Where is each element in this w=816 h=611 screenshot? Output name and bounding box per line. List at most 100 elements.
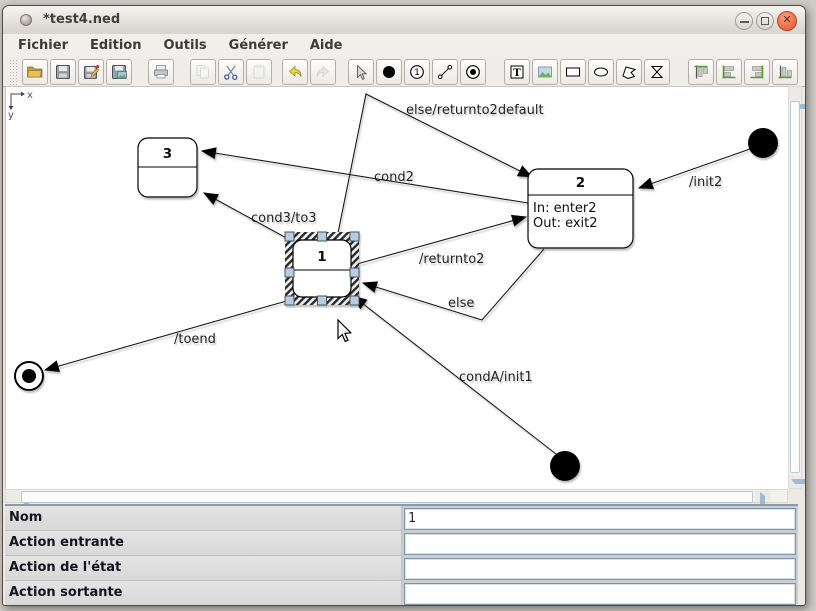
- scroll-up-button[interactable]: [789, 87, 805, 109]
- selection-handle[interactable]: [317, 231, 327, 242]
- align-top-button[interactable]: [688, 58, 714, 85]
- transition-cond2[interactable]: [200, 147, 529, 204]
- transition-label-else-returnto2default[interactable]: else/returnto2default: [406, 103, 544, 118]
- rectangle-tool-icon: [566, 67, 580, 76]
- printer-icon: [154, 64, 168, 78]
- scroll-right-button[interactable]: [755, 490, 771, 512]
- transition-toend[interactable]: [43, 299, 291, 372]
- state-1-selected[interactable]: 1: [284, 231, 360, 306]
- horizontal-scroll-thumb[interactable]: [21, 491, 753, 503]
- undo-button[interactable]: [282, 58, 308, 85]
- transition-label-cond3-to3[interactable]: cond3/to3: [251, 211, 317, 226]
- scroll-left-button[interactable]: [6, 490, 29, 512]
- state-3[interactable]: 3: [137, 137, 198, 198]
- state-2-out-action: Out: exit2: [533, 216, 598, 231]
- save-image-button[interactable]: [106, 58, 132, 85]
- redo-icon: [316, 65, 330, 77]
- menu-edition[interactable]: Edition: [89, 38, 142, 53]
- nom-field[interactable]: [404, 507, 796, 530]
- state-1-name: 1: [317, 249, 326, 265]
- transition-returnto2[interactable]: [356, 214, 528, 265]
- diagram-canvas[interactable]: x y else/returnto2default cond2 cond3/to…: [5, 86, 788, 489]
- polyline-tool-button[interactable]: [644, 58, 670, 85]
- transition-label-toend[interactable]: /toend: [174, 332, 216, 347]
- transition-condA-init1[interactable]: [352, 295, 557, 455]
- transition-cond3-to3[interactable]: [202, 192, 293, 242]
- transition-label-condA-init1[interactable]: condA/init1: [459, 370, 533, 385]
- image-tool-button[interactable]: [532, 58, 558, 85]
- selection-handle[interactable]: [349, 295, 360, 306]
- open-button[interactable]: [22, 58, 48, 85]
- save-as-button[interactable]: [78, 58, 104, 85]
- align-bottom-button[interactable]: [772, 58, 798, 85]
- action-entrante-field[interactable]: [404, 532, 796, 555]
- final-state[interactable]: [14, 361, 44, 391]
- action-sortante-field[interactable]: [404, 582, 796, 605]
- titlebar[interactable]: *test4.ned: [3, 6, 805, 35]
- initial-state-top[interactable]: [748, 128, 778, 158]
- state-diagram[interactable]: x y else/returnto2default cond2 cond3/to…: [5, 86, 788, 489]
- save-button[interactable]: [50, 58, 76, 85]
- paste-icon: [253, 64, 265, 78]
- transition-else[interactable]: [361, 248, 545, 321]
- align-right-icon: [750, 65, 764, 78]
- paste-button[interactable]: [246, 58, 272, 85]
- polygon-tool-button[interactable]: [616, 58, 642, 85]
- final-state-tool-button[interactable]: [460, 58, 486, 85]
- ellipse-tool-button[interactable]: [588, 58, 614, 85]
- property-row-nom: Nom: [5, 506, 798, 531]
- selection-handle[interactable]: [284, 267, 295, 278]
- copy-icon: [196, 64, 209, 78]
- svg-text:T: T: [513, 67, 521, 78]
- transition-label-cond2[interactable]: cond2: [374, 170, 414, 185]
- selection-handle[interactable]: [317, 295, 327, 306]
- transition-label-returnto2[interactable]: /returnto2: [419, 252, 484, 267]
- transition-label-else[interactable]: else: [448, 296, 474, 311]
- window-controls: [735, 11, 797, 31]
- selection-handle[interactable]: [284, 231, 295, 242]
- menu-aide[interactable]: Aide: [309, 38, 343, 53]
- transition-init2[interactable]: [637, 148, 751, 190]
- hourglass-tool-icon: [650, 65, 664, 78]
- align-right-button[interactable]: [744, 58, 770, 85]
- maximize-button[interactable]: [756, 12, 774, 30]
- selection-handle[interactable]: [349, 231, 360, 242]
- initial-state-bottom[interactable]: [550, 451, 580, 481]
- initial-state-tool-button[interactable]: [376, 58, 402, 85]
- menu-generer[interactable]: Générer: [228, 38, 288, 53]
- copy-button[interactable]: [190, 58, 216, 85]
- down-arrow-icon: [791, 479, 805, 497]
- scroll-down-button[interactable]: [789, 475, 805, 488]
- save-as-icon: [84, 64, 100, 79]
- align-left-button[interactable]: [716, 58, 742, 85]
- align-bottom-icon: [778, 65, 792, 78]
- state-2[interactable]: 2 In: enter2 Out: exit2: [527, 168, 634, 249]
- menu-fichier[interactable]: Fichier: [18, 38, 68, 53]
- selection-handle[interactable]: [349, 267, 360, 278]
- vertical-scroll-thumb[interactable]: [790, 101, 800, 473]
- state-tool-button[interactable]: 1: [404, 58, 430, 85]
- select-tool-button[interactable]: [348, 58, 374, 85]
- minimize-button[interactable]: [735, 12, 753, 30]
- property-label-action-etat: Action de l'état: [5, 556, 403, 581]
- window-menu-icon[interactable]: [20, 14, 32, 26]
- transition-label-init2[interactable]: /init2: [689, 175, 722, 190]
- print-button[interactable]: [148, 58, 174, 85]
- rectangle-tool-button[interactable]: [560, 58, 586, 85]
- mouse-cursor: [337, 318, 353, 343]
- menu-outils[interactable]: Outils: [163, 38, 207, 53]
- cursor-arrow-icon: [357, 63, 368, 80]
- property-label-action-entrante: Action entrante: [5, 531, 403, 556]
- transition-tool-button[interactable]: [432, 58, 458, 85]
- close-button[interactable]: [777, 11, 797, 31]
- action-etat-field[interactable]: [404, 557, 796, 580]
- cut-button[interactable]: [218, 58, 244, 85]
- state-3-name: 3: [163, 146, 172, 162]
- toolbar-grip[interactable]: [9, 58, 18, 85]
- transition-else-returnto2default[interactable]: [337, 93, 534, 234]
- property-table: Nom Action entrante Action de l'état Act…: [5, 504, 798, 605]
- text-tool-button[interactable]: T: [504, 58, 530, 85]
- redo-button[interactable]: [310, 58, 336, 85]
- selection-handle[interactable]: [284, 295, 295, 306]
- property-label-nom: Nom: [5, 506, 403, 531]
